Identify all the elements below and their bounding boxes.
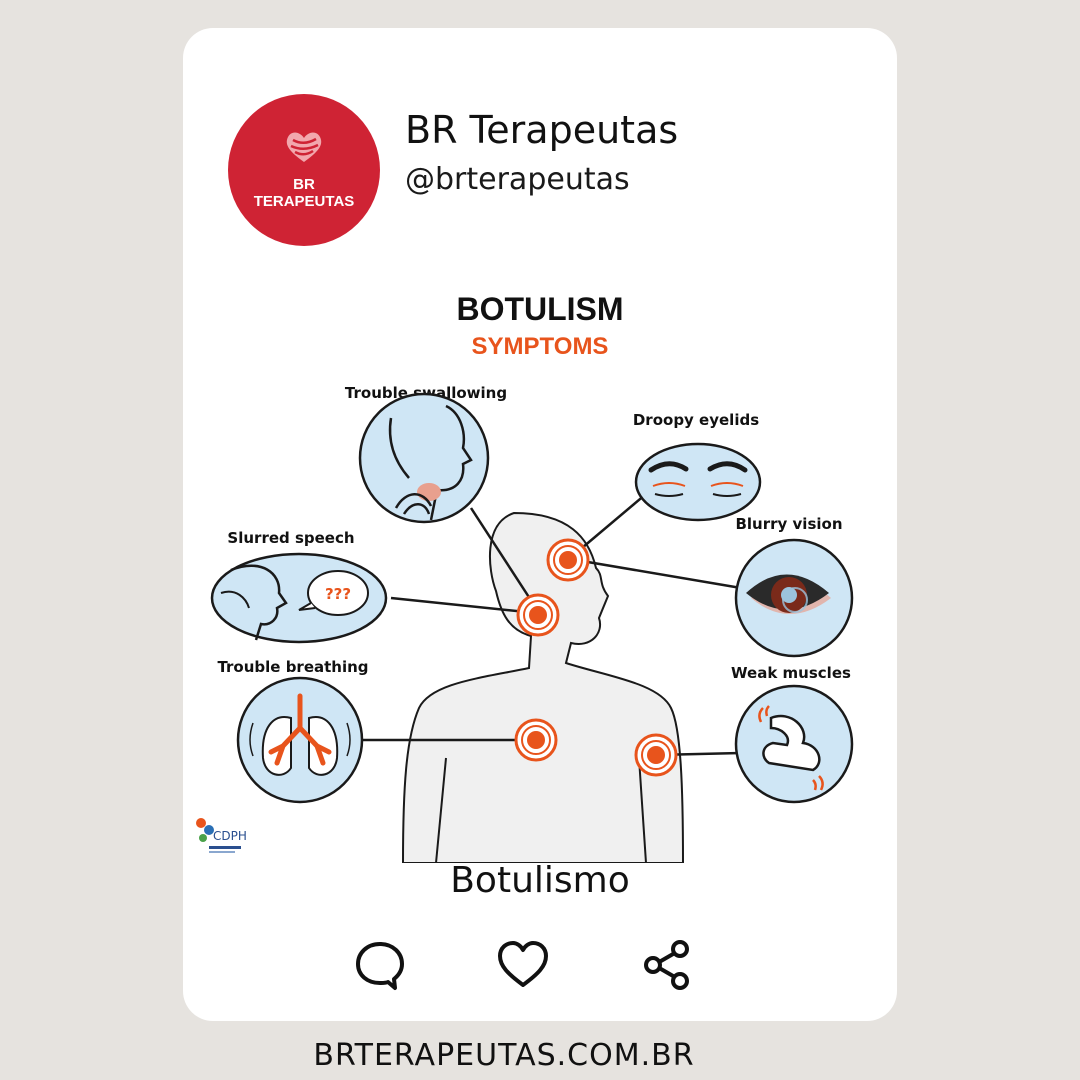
footer-website-link[interactable]: BRTERAPEUTAS.COM.BR: [313, 1038, 695, 1073]
label-droopy-eyelids: Droopy eyelids: [633, 411, 759, 429]
lungs-bubble: [236, 676, 364, 804]
eyelids-bubble: [634, 442, 762, 522]
target-throat: [516, 593, 560, 637]
target-arm: [634, 733, 678, 777]
share-icon[interactable]: [640, 938, 694, 992]
connector-lines: [361, 493, 742, 757]
infographic-subtitle: SYMPTOMS: [472, 333, 609, 360]
avatar-logo-text: BR TERAPEUTAS: [228, 176, 380, 210]
label-blurry-vision: Blurry vision: [735, 515, 842, 533]
infographic-title: BOTULISM: [456, 291, 623, 327]
avatar-line-1: BR: [293, 176, 315, 193]
muscle-bubble: [734, 684, 854, 804]
botulism-infographic: BOTULISM SYMPTOMS: [196, 291, 854, 864]
heart-logo-icon: [286, 132, 322, 162]
label-trouble-breathing: Trouble breathing: [217, 658, 368, 676]
speech-bubble-text: ???: [325, 585, 351, 603]
cdph-logo-text: CDPH: [213, 829, 247, 843]
speech-bubble-illustration: ???: [210, 552, 388, 644]
swallowing-bubble: [358, 392, 490, 524]
heart-icon[interactable]: [496, 938, 550, 992]
profile-name[interactable]: BR Terapeutas: [405, 108, 679, 152]
post-image: BOTULISM SYMPTOMS: [191, 258, 889, 864]
post-card: BR TERAPEUTAS BR Terapeutas @brterapeuta…: [183, 28, 897, 1021]
cdph-logo: CDPH: [196, 818, 247, 853]
target-mouth: [546, 538, 590, 582]
label-weak-muscles: Weak muscles: [731, 664, 851, 682]
post-caption: Botulismo: [450, 860, 630, 901]
avatar-line-2: TERAPEUTAS: [253, 193, 355, 210]
label-slurred-speech: Slurred speech: [227, 529, 354, 547]
comment-icon[interactable]: [353, 938, 407, 992]
human-body-silhouette: [401, 511, 685, 864]
profile-handle[interactable]: @brterapeutas: [405, 162, 630, 197]
avatar[interactable]: BR TERAPEUTAS: [228, 94, 380, 246]
target-chest: [514, 718, 558, 762]
blurry-eye-bubble: [734, 538, 854, 658]
